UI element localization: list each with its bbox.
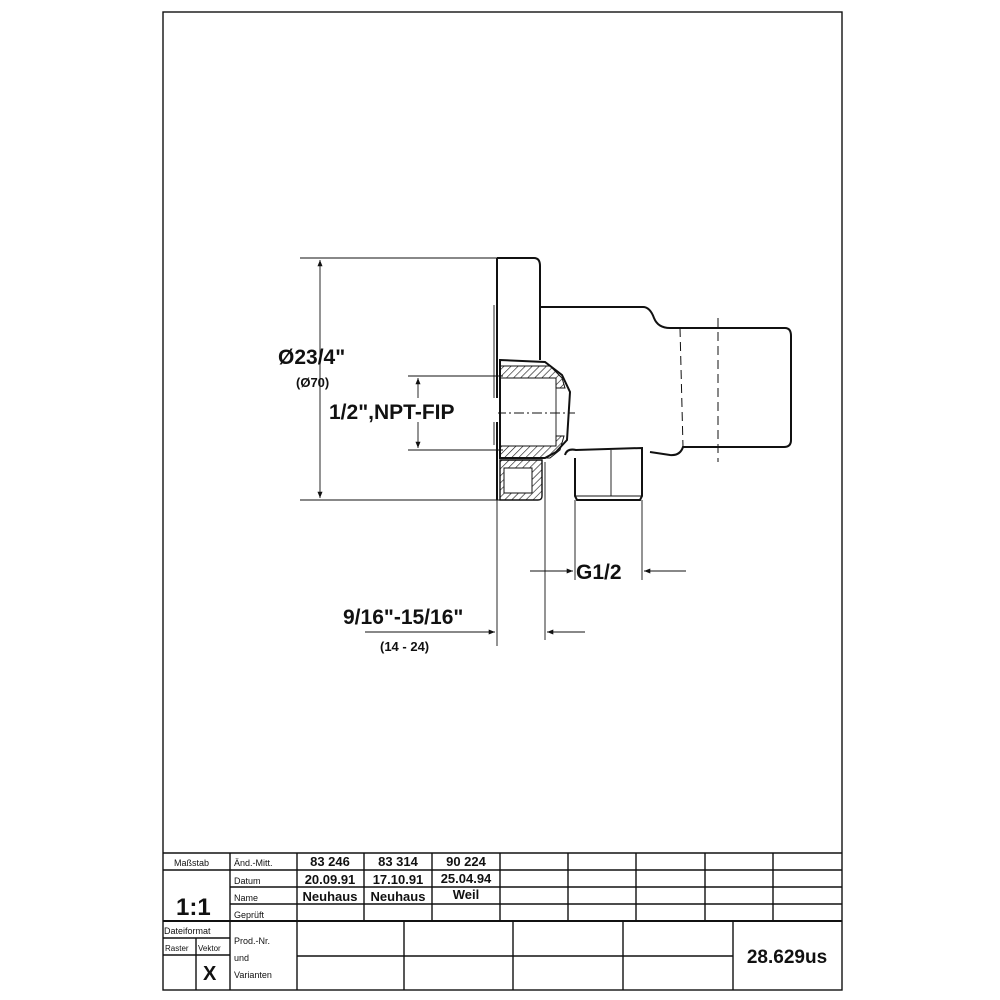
revision-1-change: 83 246 — [310, 854, 350, 869]
row-label-name: Name — [234, 893, 258, 903]
revision-1-date: 20.09.91 — [305, 872, 356, 887]
diameter-mm-label: (Ø70) — [296, 375, 329, 390]
g12-thread-label: G1/2 — [576, 561, 622, 584]
title-block: Maßstab 1:1 Änd.-Mitt. Datum Name Geprüf… — [163, 852, 842, 990]
dimensions: Ø23/4" (Ø70) 1/2",NPT-FIP G1/2 9/16"-15/… — [278, 257, 686, 654]
thread-hidden-line-1 — [679, 327, 684, 448]
row-label-change: Änd.-Mitt. — [234, 858, 273, 868]
revision-3-change: 90 224 — [446, 854, 487, 869]
part-outline — [460, 257, 792, 501]
revision-2-change: 83 314 — [378, 854, 419, 869]
vector-checkmark: X — [203, 963, 217, 985]
flange-outline — [497, 257, 541, 360]
prod-label-1: Prod.-Nr. — [234, 936, 270, 946]
row-label-checked: Geprüft — [234, 910, 265, 920]
insert-hatch-bottom — [499, 435, 565, 459]
npt-thread-label: 1/2",NPT-FIP — [329, 401, 455, 424]
row-label-date: Datum — [234, 876, 261, 886]
part-number: 28.629us — [747, 947, 827, 968]
insert-hatch-top — [499, 365, 566, 389]
revision-3-name: Weil — [453, 887, 480, 902]
body-outline — [540, 306, 792, 457]
depth-mm-label: (14 - 24) — [380, 639, 429, 654]
scale-label: Maßstab — [174, 858, 209, 868]
raster-label: Raster — [165, 944, 189, 953]
revision-3-date: 25.04.94 — [441, 871, 492, 886]
revision-1-name: Neuhaus — [303, 889, 358, 904]
prod-label-2: und — [234, 953, 249, 963]
vector-label: Vektor — [198, 944, 221, 953]
prod-label-3: Varianten — [234, 970, 272, 980]
outlet-nipple — [564, 446, 643, 501]
revision-2-name: Neuhaus — [371, 889, 426, 904]
file-format-label: Dateiformat — [164, 926, 211, 936]
depth-label: 9/16"-15/16" — [343, 606, 463, 629]
revision-2-date: 17.10.91 — [373, 872, 424, 887]
scale-value: 1:1 — [176, 894, 211, 921]
diameter-label: Ø23/4" — [278, 346, 345, 369]
sheet-border — [162, 11, 843, 991]
